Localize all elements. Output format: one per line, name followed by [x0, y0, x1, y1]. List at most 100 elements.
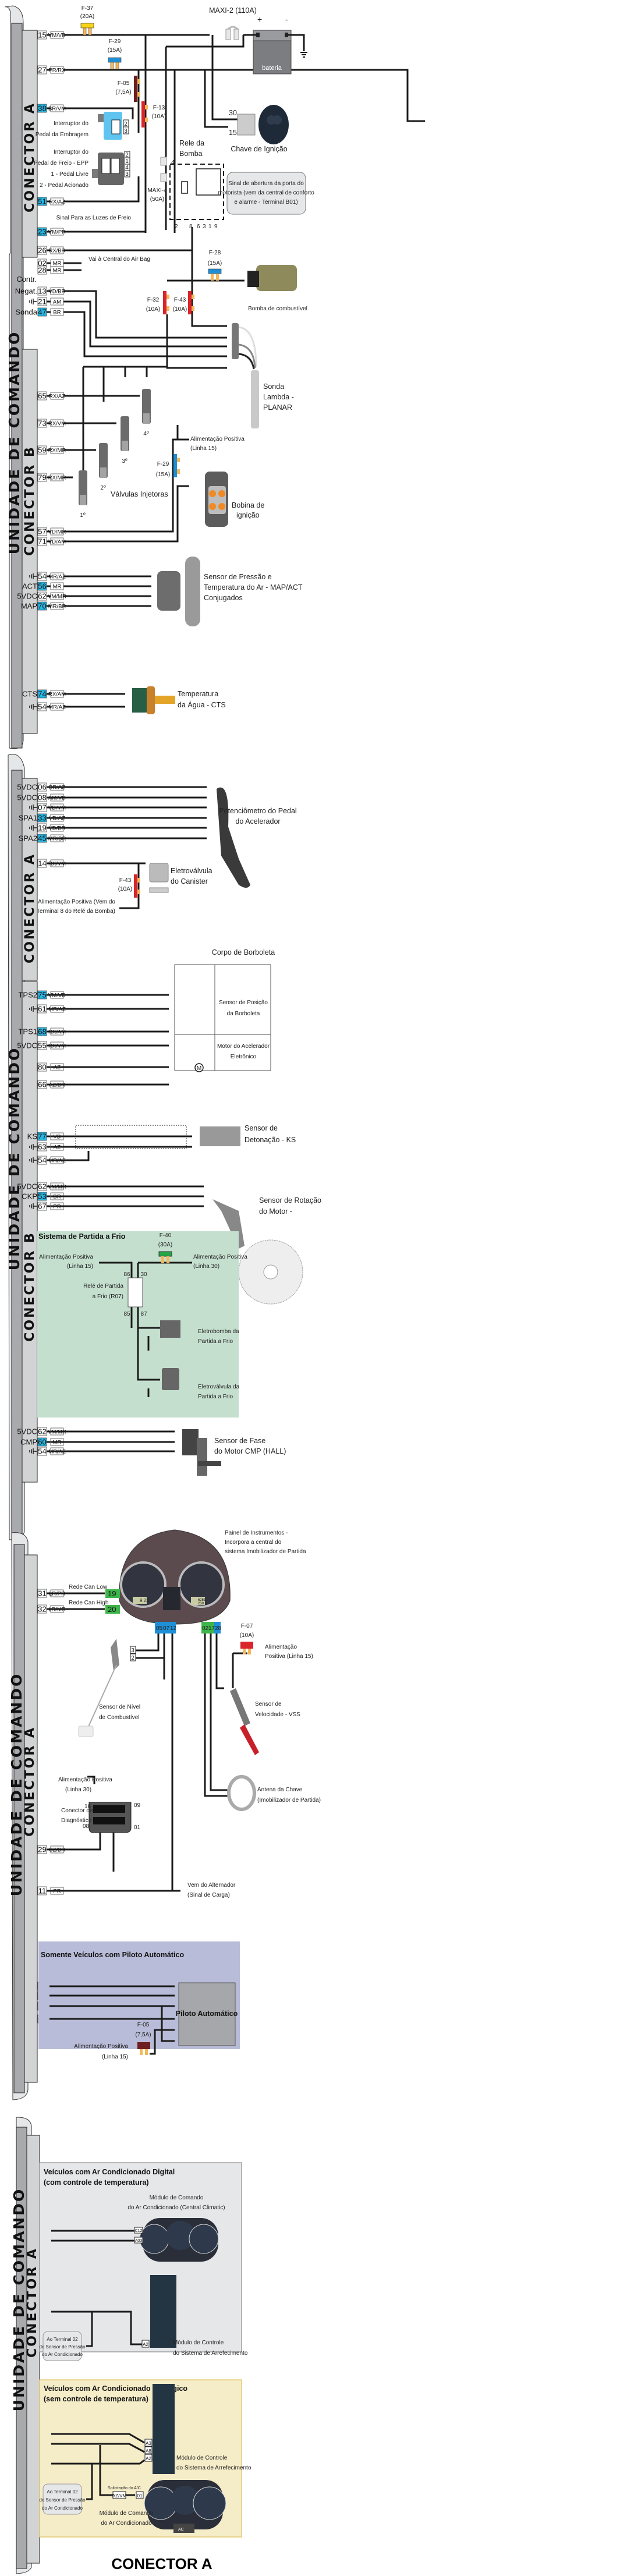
- pin-number: 32: [38, 1605, 46, 1614]
- relay-pin-9: 9: [214, 224, 218, 230]
- ac-request-pin: 01: [137, 2493, 143, 2499]
- diag-pin-08: 08: [83, 1823, 90, 1830]
- cluster-clock: 9:23: [140, 1598, 149, 1603]
- fuse-f29-coil: F-29 (15A) Alimentação Positiva (Linha 1…: [156, 436, 245, 478]
- pin-number: 57: [38, 527, 46, 536]
- canister-label-1: Eletroválvula: [171, 867, 212, 875]
- cmp-sensor: Sensor de Fase do Motor CMP (HALL): [182, 1429, 286, 1476]
- antenna-label-2: (Imobilizador de Partida): [257, 1797, 321, 1803]
- cruise-feed-2: (Linha 15): [102, 2054, 128, 2060]
- motor-label-1: Motor do Acelerador: [217, 1043, 270, 1050]
- wire-color: RX/MR: [48, 475, 66, 481]
- wire-color-box: [50, 104, 64, 112]
- wire-color: BR/VM: [48, 106, 66, 112]
- ana-pressure-1: Ao Terminal 02: [47, 2489, 78, 2494]
- ecu-title-2: UNIDADE DE COMANDO: [6, 1047, 23, 1270]
- fuel-injector: 3º: [121, 416, 129, 465]
- ecu-panel-2: [8, 754, 38, 1540]
- pin-number: 67: [38, 1202, 46, 1211]
- fuse-f32-name: F-32: [147, 297, 160, 303]
- cluster-pin-05: 05: [156, 1625, 163, 1632]
- ckp-label-2: do Motor -: [259, 1207, 292, 1216]
- cs-pump-1: Eletrobomba da: [198, 1328, 239, 1335]
- fuse-f29b-rating: (15A): [156, 472, 170, 478]
- injector-order: 3º: [122, 458, 127, 465]
- cluster-odo1: 6251: [198, 1599, 206, 1602]
- motor-symbol: M: [197, 1065, 201, 1072]
- pin-signal-label: 5VDC: [17, 592, 37, 601]
- cs-relay-2: a Frio (R07): [93, 1294, 123, 1300]
- cs-feed15-1: Alimentação Positiva: [39, 1254, 93, 1260]
- wire-color-box: [50, 197, 64, 205]
- diag-pin-09: 09: [134, 1802, 141, 1809]
- cluster-label-3: sistema Imobilizador de Partida: [225, 1549, 306, 1555]
- pin-number: 21: [38, 297, 46, 306]
- pin-signal-label: 5VDC: [17, 1182, 37, 1191]
- pin-signal-label: Sonda: [15, 308, 37, 317]
- connector-a-title-1: CONECTOR A: [23, 102, 37, 212]
- pin-number: 14: [38, 859, 46, 868]
- knock-sensor: Sensor de Detonação - KS: [75, 1124, 296, 1149]
- fuel-pump-label: Bomba de combustível: [248, 306, 307, 312]
- lambda-label-2: Lambda -: [263, 393, 294, 401]
- pin-number: 71: [38, 537, 46, 546]
- pin-number: 73: [38, 419, 46, 428]
- cooling-label-2: do Sistema de Arrefecimento: [173, 2350, 248, 2357]
- pin-number: 56: [38, 582, 46, 591]
- diag-label-2: Diagnóstico: [61, 1817, 92, 1824]
- cluster-pin-28: 28: [215, 1625, 222, 1632]
- pin-number: 27: [38, 66, 46, 75]
- can-high-label: Rede Can High: [69, 1600, 108, 1606]
- ecu-title-4: UNIDADE DE COMANDO: [10, 2188, 27, 2411]
- clutch-label-1: Interruptor do: [54, 121, 88, 127]
- maxi2-label: MAXI-2 (110A): [209, 6, 257, 15]
- fuse-f05-rating: (7,5A): [115, 89, 131, 95]
- alternator-feed: Vem do Alternador (Sinal de Carga): [187, 1882, 236, 1898]
- ground-icon: [29, 825, 37, 831]
- fuel-level-label-1: Sensor de Nível: [99, 1704, 140, 1710]
- fuse-f13-rating: (10A): [152, 114, 166, 120]
- ground-icon: [29, 704, 37, 710]
- throttle-title: Corpo de Borboleta: [212, 948, 275, 956]
- pin-signal-label: SPA1: [19, 814, 37, 823]
- wire-color: VD/BR: [48, 289, 65, 295]
- pedal-pot: Potenciômetro do Pedal do Acelerador: [217, 787, 297, 888]
- wire-color-box: [50, 66, 64, 74]
- wire-color: RX/MR: [48, 448, 66, 454]
- ecu-panel-1: [4, 5, 38, 749]
- cs-feed30-2: (Linha 30): [193, 1263, 219, 1270]
- pin-number: 55: [38, 1041, 46, 1050]
- fuse-f43-canister-rating: (10A): [118, 886, 132, 892]
- vss-label-1: Sensor de: [255, 1701, 282, 1707]
- wire-color: MR: [53, 584, 62, 590]
- analog-cooling-1: Módulo de Controle: [176, 2455, 228, 2461]
- cluster-label-1: Painel de Instrumentos -: [225, 1530, 288, 1536]
- ignition-t15: 15: [229, 129, 237, 137]
- pin-number: 63: [38, 1143, 46, 1151]
- canister-valve: Eletroválvula do Canister: [149, 863, 212, 893]
- f40-name: F-40: [160, 1232, 172, 1239]
- cruise-fuse-name: F-05: [137, 2022, 150, 2028]
- pin-number: 59: [38, 446, 46, 455]
- fuse-f37: F-37 (20A): [80, 5, 94, 36]
- wire-color: VM/MR: [48, 594, 66, 600]
- motor-label-2: Eletrônico: [231, 1054, 257, 1060]
- pin-number: 23: [38, 228, 46, 236]
- pin-number: 60: [38, 1438, 46, 1447]
- fuse-f32-rating: (10A): [146, 306, 160, 313]
- maxi4-name: MAXI-4: [147, 187, 167, 194]
- wire-color-box: [50, 572, 64, 580]
- climatic-label-1: Módulo de Comando: [150, 2195, 204, 2201]
- dig-pressure-2: do Sensor de Pressão: [39, 2344, 86, 2350]
- injector-order: 4º: [143, 431, 149, 437]
- brake-label-4: 2 - Pedal Acionado: [40, 182, 88, 189]
- fuel-injector: 4º: [142, 389, 151, 437]
